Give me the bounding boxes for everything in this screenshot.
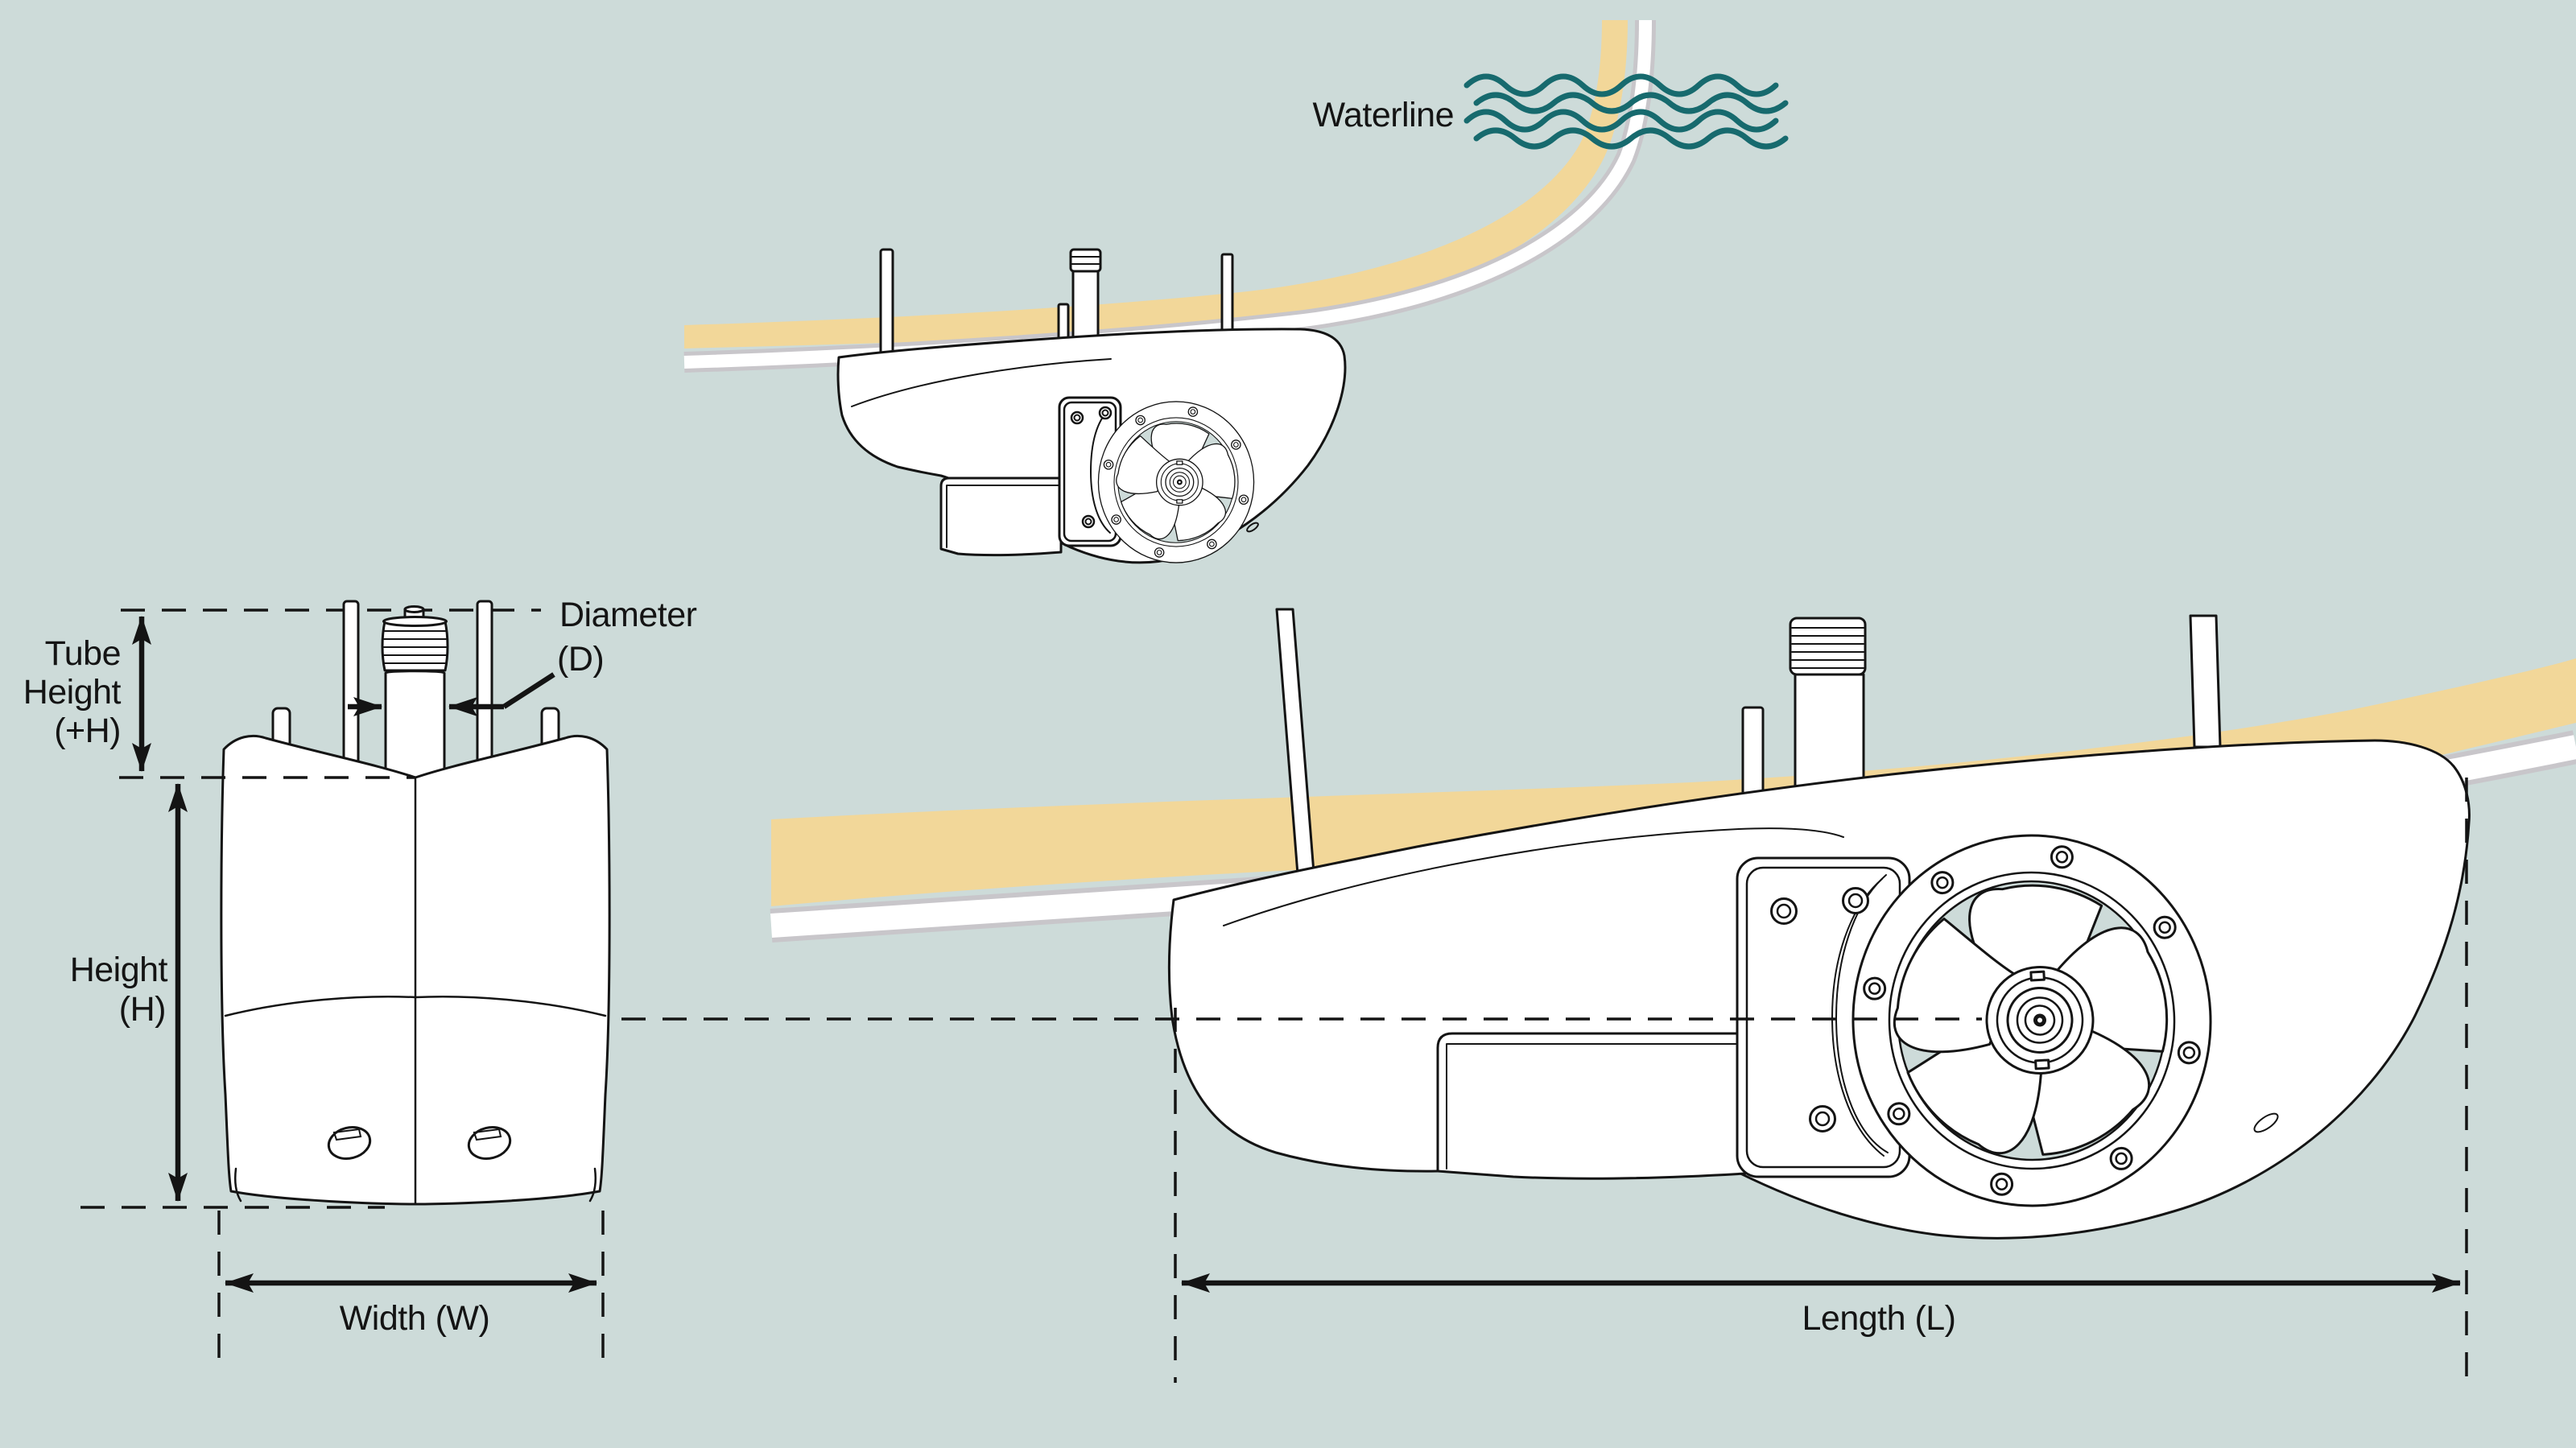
waterline-callout: Waterline	[1312, 73, 1789, 150]
svg-text:(H): (H)	[119, 990, 166, 1029]
diameter-callout: Diameter (D)	[348, 596, 697, 716]
front-view: Tube Height (+H) Height (H) Diameter (D)…	[23, 596, 697, 1368]
tube-height-label: Tube Height (+H)	[23, 634, 122, 750]
antenna-rod-icon	[2189, 614, 2222, 749]
mounting-plate-large	[1736, 856, 1911, 1178]
waterline-waves-icon	[1463, 73, 1789, 150]
length-label: Length (L)	[1802, 1299, 1955, 1338]
width-label: Width (W)	[340, 1299, 490, 1338]
threaded-tube-large	[1789, 617, 1867, 793]
length-dimension: Length (L)	[621, 778, 2468, 1383]
waterline-label: Waterline	[1312, 96, 1454, 134]
side-view-small	[836, 248, 1347, 564]
side-view-large	[1167, 608, 2471, 1240]
pod-box-large	[1436, 1032, 1747, 1180]
svg-text:Tube: Tube	[45, 634, 121, 673]
drain-ports	[327, 1126, 512, 1160]
svg-text:Height: Height	[23, 673, 122, 712]
antenna-rod-icon	[476, 600, 493, 770]
small-rod-icon	[1741, 706, 1765, 802]
svg-text:Height: Height	[70, 951, 168, 989]
pod-box-small	[939, 476, 1063, 557]
propeller-small	[1097, 401, 1255, 563]
svg-text:Diameter: Diameter	[559, 596, 697, 634]
height-label: Height (H)	[70, 951, 168, 1029]
antenna-rod-icon	[342, 600, 360, 770]
svg-text:(D): (D)	[557, 640, 604, 679]
svg-text:(+H): (+H)	[54, 712, 121, 750]
threaded-tube-front	[381, 605, 449, 782]
